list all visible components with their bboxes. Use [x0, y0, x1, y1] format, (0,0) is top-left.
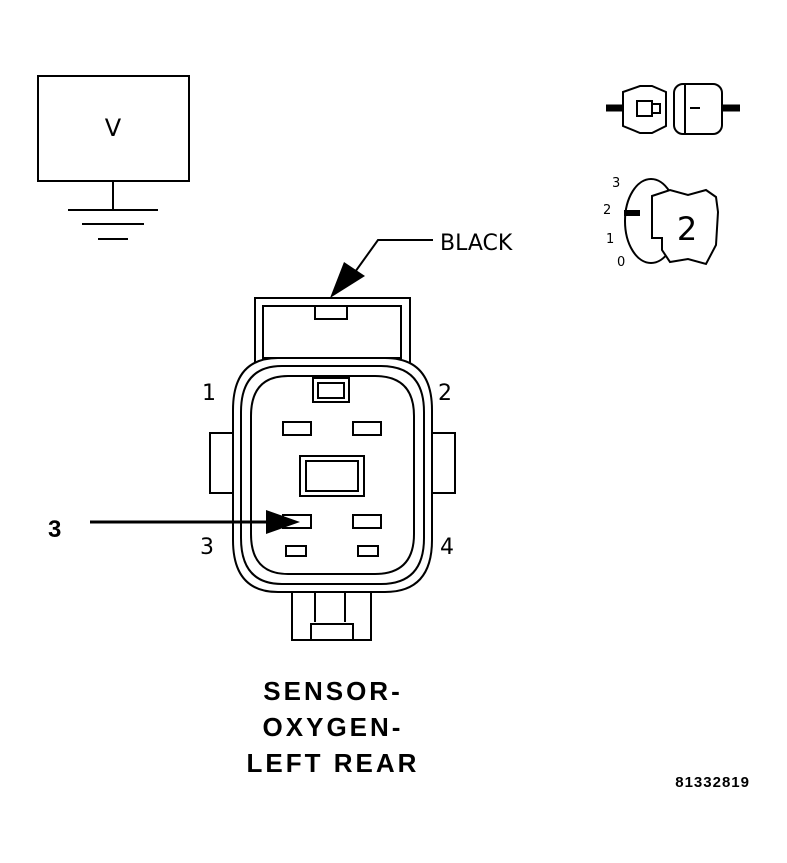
color-label: BLACK [440, 231, 513, 256]
title-line-3: LEFT REAR [247, 748, 420, 778]
tip-label: 2 [677, 210, 697, 248]
voltmeter-label: V [105, 114, 122, 142]
figure-id: 81332819 [675, 774, 750, 791]
cavity-pin-4 [352, 514, 382, 529]
connector-body [209, 297, 456, 641]
voltmeter-symbol: V [37, 75, 190, 240]
scale-1: 1 [606, 232, 614, 247]
scale-3: 3 [612, 176, 620, 191]
probe-tip-icon: 3 2 1 0 2 [603, 176, 720, 270]
scale-0: 0 [617, 255, 625, 270]
color-callout: BLACK [330, 231, 513, 298]
ground-icon [68, 209, 158, 240]
cavity-pin-2 [352, 421, 382, 436]
pin-label-1: 1 [202, 381, 216, 406]
title-line-2: OXYGEN- [263, 712, 404, 742]
pin-label-4: 4 [440, 535, 454, 560]
pin-label-2: 2 [438, 381, 452, 406]
arrow-icon [266, 510, 300, 534]
title-line-1: SENSOR- [263, 676, 402, 706]
cavity-pin-1 [282, 421, 312, 436]
callout-number: 3 [48, 516, 61, 543]
pin-label-3: 3 [200, 535, 214, 560]
diagram-title: SENSOR- OXYGEN- LEFT REAR [247, 676, 420, 778]
scale-2: 2 [603, 203, 611, 218]
terminal-probe-icon [606, 83, 740, 135]
pin-callout: 3 [48, 510, 300, 543]
